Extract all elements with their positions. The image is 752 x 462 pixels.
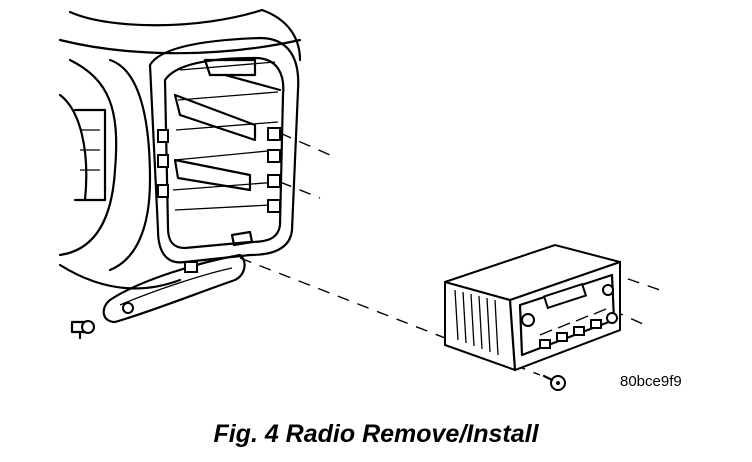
screw-bottom (542, 374, 566, 391)
lower-trim-bracket (102, 253, 246, 324)
radio-unit (443, 243, 622, 372)
instrument-panel (58, 8, 302, 290)
radio-opening-frame (148, 36, 300, 264)
figure-reference-code: 80bce9f9 (620, 373, 682, 390)
figure-caption: Fig. 4 Radio Remove/Install (213, 420, 539, 448)
screw-left (70, 320, 95, 340)
